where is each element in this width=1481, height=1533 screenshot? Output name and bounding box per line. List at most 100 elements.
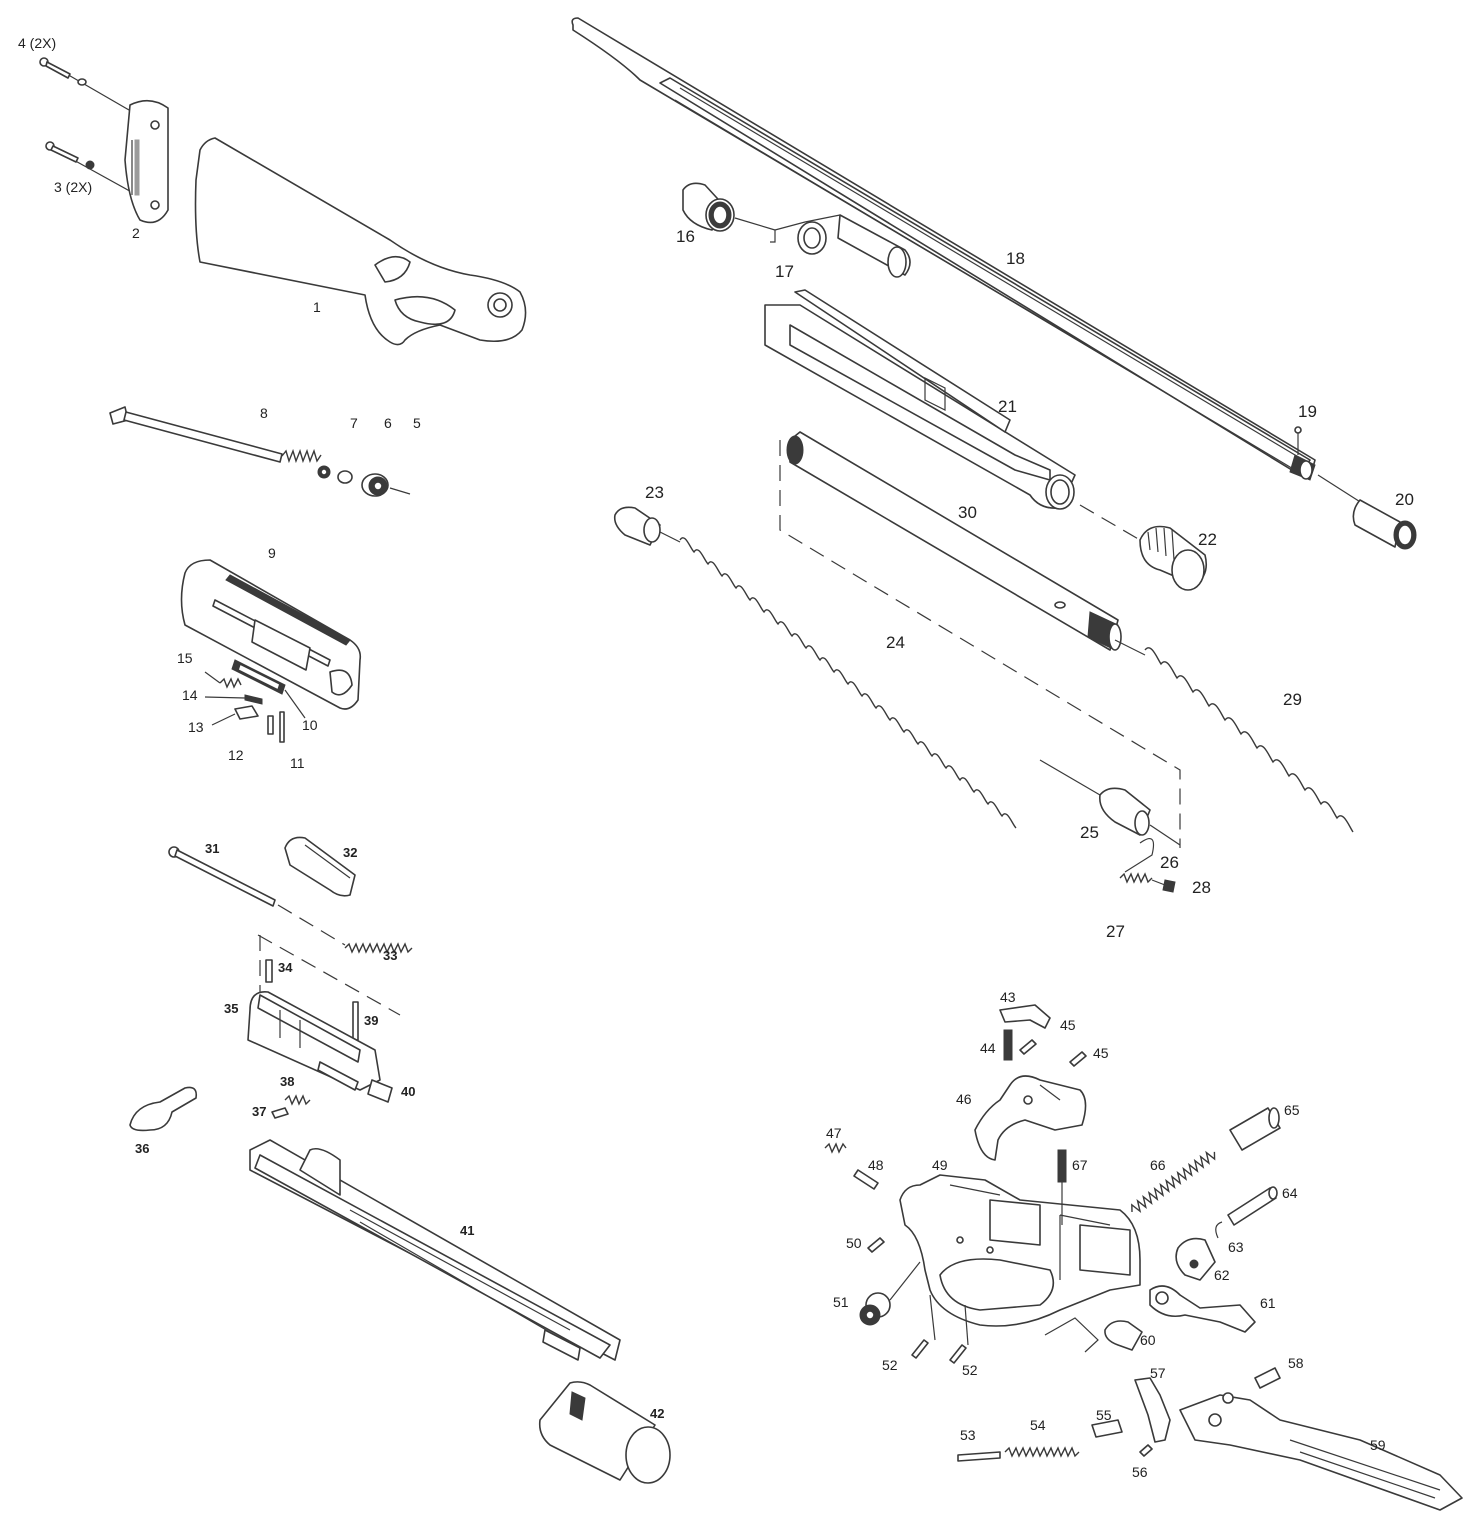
handguard-magazine-assembly xyxy=(613,289,1354,893)
part-40-latch xyxy=(367,1079,393,1103)
part-55-pin xyxy=(1091,1419,1123,1438)
label-35: 35 xyxy=(224,1001,238,1016)
label-32: 32 xyxy=(343,845,357,860)
part-22-nut xyxy=(1139,525,1208,591)
part-56-pin xyxy=(1139,1444,1153,1457)
part-24-spring xyxy=(679,537,1017,829)
part-8-stock-bolt xyxy=(109,406,322,464)
label-19: 19 xyxy=(1298,402,1317,421)
part-59-action-bar xyxy=(1179,1392,1463,1511)
label-13: 13 xyxy=(188,719,204,735)
label-38: 38 xyxy=(280,1074,294,1089)
label-57: 57 xyxy=(1150,1365,1166,1381)
part-62-disconnector xyxy=(1175,1237,1216,1281)
label-37: 37 xyxy=(252,1104,266,1119)
part-65-plunger xyxy=(1229,1107,1281,1151)
part-31-firing-pin xyxy=(168,846,276,907)
part-50-pin xyxy=(867,1237,885,1253)
label-21: 21 xyxy=(998,397,1017,416)
label-58: 58 xyxy=(1288,1355,1304,1371)
part-15-spring xyxy=(204,671,242,689)
label-60: 60 xyxy=(1140,1332,1156,1348)
part-64-pin xyxy=(1227,1186,1278,1226)
label-42: 42 xyxy=(650,1406,664,1421)
label-7: 7 xyxy=(350,415,358,431)
part-14-pin xyxy=(204,694,263,705)
label-2: 2 xyxy=(132,225,140,241)
label-28: 28 xyxy=(1192,878,1211,897)
part-36-handle xyxy=(129,1086,198,1132)
part-16-magazine-cap xyxy=(682,182,735,232)
label-48: 48 xyxy=(868,1157,884,1173)
label-9: 9 xyxy=(268,545,276,561)
part-33-spring xyxy=(344,942,413,954)
part-42-bolt-head xyxy=(538,1381,671,1484)
label-64: 64 xyxy=(1282,1185,1298,1201)
label-66: 66 xyxy=(1150,1157,1166,1173)
label-33: 33 xyxy=(383,948,397,963)
label-53: 53 xyxy=(960,1427,976,1443)
part-47-spring xyxy=(824,1142,847,1154)
part-41-slide xyxy=(249,1139,621,1361)
label-34: 34 xyxy=(278,960,293,975)
label-67: 67 xyxy=(1072,1157,1088,1173)
label-16: 16 xyxy=(676,227,695,246)
label-52-left: 52 xyxy=(882,1357,898,1373)
part-52-pin-a xyxy=(911,1339,929,1359)
label-18: 18 xyxy=(1006,249,1025,268)
part-32-extractor xyxy=(284,836,356,897)
part-67-spring xyxy=(1057,1149,1067,1225)
label-12: 12 xyxy=(228,747,244,763)
part-58-pin xyxy=(1254,1367,1281,1389)
label-15: 15 xyxy=(177,650,193,666)
label-20: 20 xyxy=(1395,490,1414,509)
part-48-pin xyxy=(853,1169,879,1190)
part-54-spring xyxy=(1004,1446,1080,1458)
part-10-rib xyxy=(231,659,286,695)
part-49-trigger-housing xyxy=(899,1174,1141,1327)
part-63-clip xyxy=(1215,1221,1223,1239)
label-55: 55 xyxy=(1096,1407,1112,1423)
label-54: 54 xyxy=(1030,1417,1046,1433)
label-23: 23 xyxy=(645,483,664,502)
part-45-pin-b xyxy=(1069,1051,1087,1067)
part-20-choke xyxy=(1352,499,1417,550)
bolt-assembly xyxy=(129,836,671,1484)
part-1-buttstock xyxy=(194,137,527,346)
label-25: 25 xyxy=(1080,823,1099,842)
label-29: 29 xyxy=(1283,690,1302,709)
label-61: 61 xyxy=(1260,1295,1276,1311)
part-5-nut xyxy=(361,473,389,497)
part-11-pin xyxy=(279,711,285,743)
part-66-spring xyxy=(1131,1150,1216,1214)
part-39-pin xyxy=(352,1001,359,1041)
label-45-lower: 45 xyxy=(1093,1045,1109,1061)
part-35-bolt-body xyxy=(247,991,381,1091)
part-43-sear xyxy=(999,1004,1051,1029)
label-36: 36 xyxy=(135,1141,149,1156)
part-28-pin xyxy=(1162,879,1176,893)
label-59: 59 xyxy=(1370,1437,1386,1453)
label-31: 31 xyxy=(205,841,219,856)
label-30: 30 xyxy=(958,503,977,522)
part-45-pin-a xyxy=(1019,1039,1037,1055)
label-3: 3 (2X) xyxy=(54,179,92,195)
part-51-plunger xyxy=(859,1292,891,1326)
label-65: 65 xyxy=(1284,1102,1300,1118)
label-63: 63 xyxy=(1228,1239,1244,1255)
part-18-barrel xyxy=(571,17,1316,481)
part-13-latch xyxy=(211,705,259,726)
part-29-spring xyxy=(1144,647,1354,833)
forend-assembly xyxy=(180,559,362,743)
label-51: 51 xyxy=(833,1294,849,1310)
part-12-pin xyxy=(267,715,274,735)
barrel-assembly xyxy=(571,17,1417,550)
stock-assembly xyxy=(39,57,527,346)
part-30-magazine-tube xyxy=(786,431,1122,651)
label-47: 47 xyxy=(826,1125,842,1141)
label-52-right: 52 xyxy=(962,1362,978,1378)
label-43: 43 xyxy=(1000,989,1016,1005)
part-61-hammer xyxy=(1149,1285,1256,1333)
stock-bolt-assembly xyxy=(109,406,411,497)
label-45-upper: 45 xyxy=(1060,1017,1076,1033)
